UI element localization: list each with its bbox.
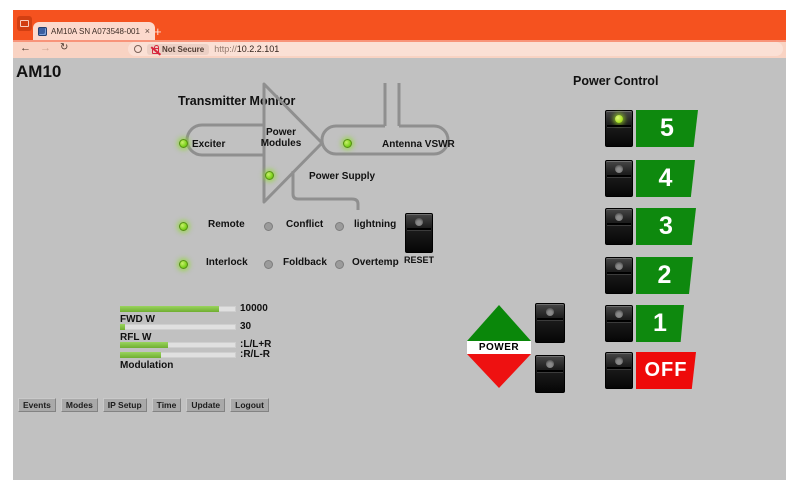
modulation-right-label: :R/L-R: [240, 349, 270, 360]
level-2-button[interactable]: [605, 257, 633, 294]
off-panel[interactable]: OFF: [636, 352, 696, 389]
lock-slash-icon: [152, 44, 159, 54]
new-tab-button[interactable]: +: [154, 24, 162, 39]
overtemp-led: [335, 260, 344, 269]
remote-led: [179, 222, 188, 231]
power-raise-led-icon: [546, 308, 554, 316]
foldback-label: Foldback: [283, 257, 327, 268]
antenna-vswr-label: Antenna VSWR: [382, 139, 455, 150]
page-title: AM10: [16, 62, 62, 81]
power-lower-led-icon: [546, 360, 554, 368]
fwd-meter-fill: [120, 306, 219, 312]
level-5-panel[interactable]: 5: [636, 110, 698, 147]
level-5-button[interactable]: [605, 110, 633, 147]
off-led-icon: [615, 357, 623, 365]
modulation-left-fill: [120, 342, 168, 348]
url-scheme: http://: [214, 44, 237, 54]
power-supply-label: Power Supply: [309, 171, 376, 182]
browser-tab[interactable]: AM10A SN A073548-001 ×: [33, 22, 155, 40]
antenna-feed-lines: [383, 83, 401, 126]
level-4-button[interactable]: [605, 160, 633, 197]
level-4-led-icon: [615, 165, 623, 173]
back-icon[interactable]: ←: [20, 42, 31, 54]
power-raise-button[interactable]: [535, 303, 565, 343]
fwd-label: FWD W: [120, 314, 155, 325]
conflict-label: Conflict: [286, 219, 324, 230]
exciter-led: [179, 139, 188, 148]
update-button[interactable]: Update: [186, 398, 226, 412]
tab-strip: AM10A SN A073548-001 × +: [13, 10, 786, 40]
monitor-title: Transmitter Monitor: [178, 94, 296, 108]
reload-icon[interactable]: ↻: [60, 42, 69, 53]
fwd-value: 10000: [240, 303, 268, 314]
overtemp-label: Overtemp: [352, 257, 399, 268]
modulation-right-fill: [120, 352, 161, 358]
logout-button[interactable]: Logout: [230, 398, 269, 412]
modulation-label: Modulation: [120, 360, 174, 371]
level-3-button[interactable]: [605, 208, 633, 245]
tab-close-icon[interactable]: ×: [144, 26, 150, 36]
level-5-led-icon: [615, 115, 623, 123]
off-button[interactable]: [605, 352, 633, 389]
modes-button[interactable]: Modes: [60, 398, 98, 412]
remote-label: Remote: [208, 219, 245, 230]
rfl-value: 30: [240, 321, 252, 332]
power-lower-button[interactable]: [535, 355, 565, 393]
security-badge[interactable]: Not Secure: [147, 43, 210, 55]
fwd-meter: [120, 306, 236, 312]
security-label: Not Secure: [162, 44, 205, 54]
modulation-right-meter: [120, 352, 236, 358]
forward-icon[interactable]: →: [40, 42, 51, 54]
conflict-led: [264, 222, 273, 231]
lightning-label: lightning: [354, 219, 397, 230]
power-raise-arrow[interactable]: [467, 305, 531, 341]
power-label: POWER: [467, 341, 531, 354]
power-supply-led: [265, 171, 274, 180]
level-2-panel[interactable]: 2: [636, 257, 693, 294]
favicon-icon: [38, 26, 47, 36]
modulation-left-label: :L/L+R: [240, 339, 272, 350]
url-field[interactable]: Not Secure http://10.2.2.101: [128, 42, 783, 56]
power-lower-arrow[interactable]: [467, 354, 531, 388]
url-text: http://10.2.2.101: [214, 44, 279, 54]
rfl-label: RFL W: [120, 332, 152, 343]
page-content: AM10 Transmitter Monitor Power Control E…: [13, 58, 786, 480]
reset-led-icon: [415, 218, 423, 226]
level-3-panel[interactable]: 3: [636, 208, 696, 245]
tab-title: AM10A SN A073548-001: [51, 26, 140, 36]
rfl-meter: [120, 324, 236, 330]
level-1-button[interactable]: [605, 305, 633, 342]
firefox-view-icon[interactable]: [17, 16, 32, 31]
events-button[interactable]: Events: [18, 398, 56, 412]
lightning-led: [335, 222, 344, 231]
level-3-led-icon: [615, 213, 623, 221]
level-4-panel[interactable]: 4: [636, 160, 695, 197]
antenna-vswr-led: [343, 139, 352, 148]
level-1-led-icon: [615, 310, 623, 318]
power-modules-label: Power Modules: [260, 127, 302, 149]
interlock-label: Interlock: [206, 257, 248, 268]
reset-label: RESET: [403, 255, 434, 265]
time-button[interactable]: Time: [151, 398, 182, 412]
window-glyph-icon: [20, 20, 29, 27]
ip-setup-button[interactable]: IP Setup: [102, 398, 147, 412]
footer-toolbar: Events Modes IP Setup Time Update Logout: [18, 398, 269, 412]
rfl-meter-fill: [120, 324, 125, 330]
level-1-panel[interactable]: 1: [636, 305, 684, 342]
address-bar: ← → ↻ Not Secure http://10.2.2.101: [13, 40, 786, 58]
reset-button[interactable]: [405, 213, 433, 253]
power-control-title: Power Control: [573, 74, 659, 88]
shield-icon: [134, 45, 142, 53]
exciter-label: Exciter: [192, 139, 226, 150]
url-host: 10.2.2.101: [236, 44, 280, 54]
interlock-led: [179, 260, 188, 269]
foldback-led: [264, 260, 273, 269]
level-2-led-icon: [615, 262, 623, 270]
modulation-left-meter: [120, 342, 236, 348]
